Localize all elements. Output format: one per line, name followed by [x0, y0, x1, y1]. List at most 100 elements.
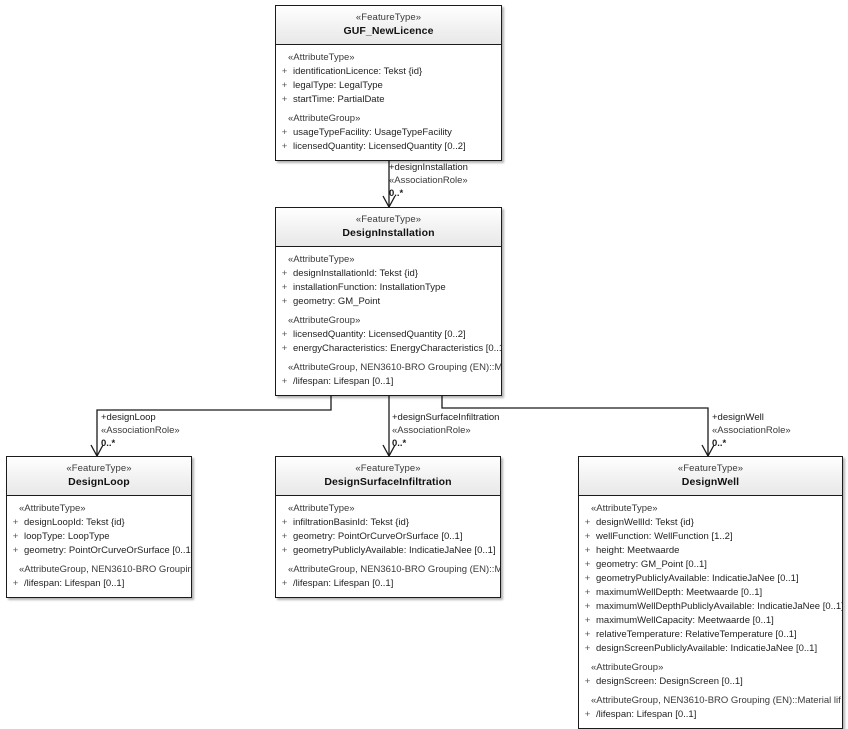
visibility-marker: +: [281, 329, 288, 340]
attribute-row[interactable]: + licensedQuantity: LicensedQuantity [0.…: [276, 328, 501, 342]
visibility-marker: +: [281, 268, 288, 279]
visibility-marker: +: [281, 94, 288, 105]
class-header-design-surface-infiltration: «FeatureType» DesignSurfaceInfiltration: [276, 457, 500, 496]
class-title: DesignLoop: [68, 476, 130, 488]
attribute-row[interactable]: + geometry: GM_Point [0..1]: [579, 558, 842, 572]
visibility-marker: +: [281, 66, 288, 77]
attribute-row[interactable]: + geometry: GM_Point: [276, 295, 501, 309]
class-title: DesignWell: [681, 476, 740, 488]
visibility-marker: +: [584, 587, 591, 598]
visibility-marker: +: [584, 545, 591, 556]
attribute-row[interactable]: + /lifespan: Lifespan [0..1]: [7, 577, 191, 591]
visibility-marker: +: [12, 517, 19, 528]
class-body-design-well: «AttributeType» + designWellId: Tekst {i…: [579, 496, 842, 728]
association-multiplicity: 0..*: [101, 438, 116, 449]
attribute-row[interactable]: + usageTypeFacility: UsageTypeFacility: [276, 126, 501, 140]
attribute-row[interactable]: + height: Meetwaarde: [579, 544, 842, 558]
association-label-design-loop[interactable]: +designLoop «AssociationRole» 0..*: [101, 411, 180, 450]
attribute-row[interactable]: + startTime: PartialDate: [276, 93, 501, 107]
attribute-row[interactable]: + /lifespan: Lifespan [0..1]: [276, 577, 500, 591]
attribute-row[interactable]: + legalType: LegalType: [276, 79, 501, 93]
attribute-row[interactable]: + geometry: PointOrCurveOrSurface [0..1]: [276, 530, 500, 544]
visibility-marker: +: [281, 376, 288, 387]
visibility-marker: +: [12, 531, 19, 542]
class-box-guf-newlicence[interactable]: «FeatureType» GUF_NewLicence «AttributeT…: [275, 5, 502, 161]
attribute-text: wellFunction: WellFunction [1..2]: [596, 531, 733, 542]
attribute-row[interactable]: + designScreen: DesignScreen [0..1]: [579, 675, 842, 689]
attribute-row[interactable]: + designLoopId: Tekst {id}: [7, 516, 191, 530]
attribute-row[interactable]: + maximumWellDepthPubliclyAvailable: Ind…: [579, 600, 842, 614]
attribute-text: /lifespan: Lifespan [0..1]: [293, 376, 394, 387]
compartment-group-label: «AttributeGroup, NEN3610-BRO Grouping (E…: [591, 695, 842, 706]
attribute-text: geometryPubliclyAvailable: IndicatieJaNe…: [293, 545, 496, 556]
class-stereotype: «FeatureType»: [677, 463, 744, 474]
attribute-row[interactable]: + designInstallationId: Tekst {id}: [276, 267, 501, 281]
association-stereotype: «AssociationRole»: [101, 425, 180, 436]
class-box-design-installation[interactable]: «FeatureType» DesignInstallation «Attrib…: [275, 207, 502, 396]
visibility-marker: +: [584, 601, 591, 612]
attribute-row[interactable]: + /lifespan: Lifespan [0..1]: [579, 708, 842, 722]
attribute-row[interactable]: + wellFunction: WellFunction [1..2]: [579, 530, 842, 544]
attribute-row[interactable]: + geometryPubliclyAvailable: IndicatieJa…: [276, 544, 500, 558]
visibility-marker: +: [584, 517, 591, 528]
attribute-text: /lifespan: Lifespan [0..1]: [24, 578, 125, 589]
attribute-text: geometry: PointOrCurveOrSurface [0..1]: [293, 531, 463, 542]
class-title: DesignSurfaceInfiltration: [324, 476, 452, 488]
attribute-text: designWellId: Tekst {id}: [596, 517, 694, 528]
attribute-row[interactable]: + energyCharacteristics: EnergyCharacter…: [276, 342, 501, 356]
attribute-row[interactable]: + installationFunction: InstallationType: [276, 281, 501, 295]
attribute-row[interactable]: + maximumWellDepth: Meetwaarde [0..1]: [579, 586, 842, 600]
attribute-text: designScreenPubliclyAvailable: Indicatie…: [596, 643, 818, 654]
class-header-design-installation: «FeatureType» DesignInstallation: [276, 208, 501, 247]
attribute-row[interactable]: + licensedQuantity: LicensedQuantity [0.…: [276, 140, 501, 154]
attribute-text: startTime: PartialDate: [293, 94, 385, 105]
visibility-marker: +: [281, 296, 288, 307]
attribute-row[interactable]: + relativeTemperature: RelativeTemperatu…: [579, 628, 842, 642]
compartment-group-label: «AttributeGroup»: [288, 113, 361, 124]
compartment-group-label: «AttributeType»: [288, 254, 355, 265]
attribute-text: licensedQuantity: LicensedQuantity [0..2…: [293, 141, 466, 152]
attribute-row[interactable]: + loopType: LoopType: [7, 530, 191, 544]
attribute-text: geometry: GM_Point [0..1]: [596, 559, 707, 570]
attribute-text: maximumWellDepthPubliclyAvailable: Indic…: [596, 601, 842, 612]
attribute-row[interactable]: + designScreenPubliclyAvailable: Indicat…: [579, 642, 842, 656]
visibility-marker: +: [584, 676, 591, 687]
attribute-text: geometry: GM_Point: [293, 296, 381, 307]
visibility-marker: +: [281, 80, 288, 91]
association-label-design-installation[interactable]: +designInstallation «AssociationRole» 0.…: [389, 161, 468, 200]
class-box-design-loop[interactable]: «FeatureType» DesignLoop «AttributeType»…: [6, 456, 192, 598]
visibility-marker: +: [281, 578, 288, 589]
association-label-design-surface-infiltration[interactable]: +designSurfaceInfiltration «AssociationR…: [392, 411, 499, 450]
attribute-text: designScreen: DesignScreen [0..1]: [596, 676, 743, 687]
attribute-row[interactable]: + maximumWellCapacity: Meetwaarde [0..1]: [579, 614, 842, 628]
attribute-row[interactable]: + infiltrationBasinId: Tekst {id}: [276, 516, 500, 530]
attribute-text: maximumWellCapacity: Meetwaarde [0..1]: [596, 615, 774, 626]
class-body-guf-newlicence: «AttributeType» + identificationLicence:…: [276, 45, 501, 160]
class-stereotype: «FeatureType»: [355, 214, 422, 225]
attribute-text: infiltrationBasinId: Tekst {id}: [293, 517, 410, 528]
attribute-text: loopType: LoopType: [24, 531, 110, 542]
class-body-design-surface-infiltration: «AttributeType» + infiltrationBasinId: T…: [276, 496, 500, 597]
attribute-row[interactable]: + identificationLicence: Tekst {id}: [276, 65, 501, 79]
class-body-design-installation: «AttributeType» + designInstallationId: …: [276, 247, 501, 395]
class-header-guf-newlicence: «FeatureType» GUF_NewLicence: [276, 6, 501, 45]
attribute-text: /lifespan: Lifespan [0..1]: [596, 709, 697, 720]
association-role-name: +designLoop: [101, 412, 156, 423]
attribute-row[interactable]: + geometry: PointOrCurveOrSurface [0..1]: [7, 544, 191, 558]
association-stereotype: «AssociationRole»: [389, 175, 468, 186]
attribute-text: geometry: PointOrCurveOrSurface [0..1]: [24, 545, 191, 556]
compartment-group-label: «AttributeGroup, NEN3610-BRO Grouping (E…: [288, 564, 500, 575]
attribute-row[interactable]: + geometryPubliclyAvailable: IndicatieJa…: [579, 572, 842, 586]
association-stereotype: «AssociationRole»: [712, 425, 791, 436]
attribute-text: energyCharacteristics: EnergyCharacteris…: [293, 343, 501, 354]
association-label-design-well[interactable]: +designWell «AssociationRole» 0..*: [712, 411, 791, 450]
attribute-row[interactable]: + /lifespan: Lifespan [0..1]: [276, 375, 501, 389]
class-box-design-surface-infiltration[interactable]: «FeatureType» DesignSurfaceInfiltration …: [275, 456, 501, 598]
visibility-marker: +: [584, 629, 591, 640]
association-role-name: +designInstallation: [389, 162, 468, 173]
class-box-design-well[interactable]: «FeatureType» DesignWell «AttributeType»…: [578, 456, 843, 729]
class-title: DesignInstallation: [342, 227, 435, 239]
attribute-text: geometryPubliclyAvailable: IndicatieJaNe…: [596, 573, 799, 584]
attribute-text: usageTypeFacility: UsageTypeFacility: [293, 127, 452, 138]
attribute-row[interactable]: + designWellId: Tekst {id}: [579, 516, 842, 530]
